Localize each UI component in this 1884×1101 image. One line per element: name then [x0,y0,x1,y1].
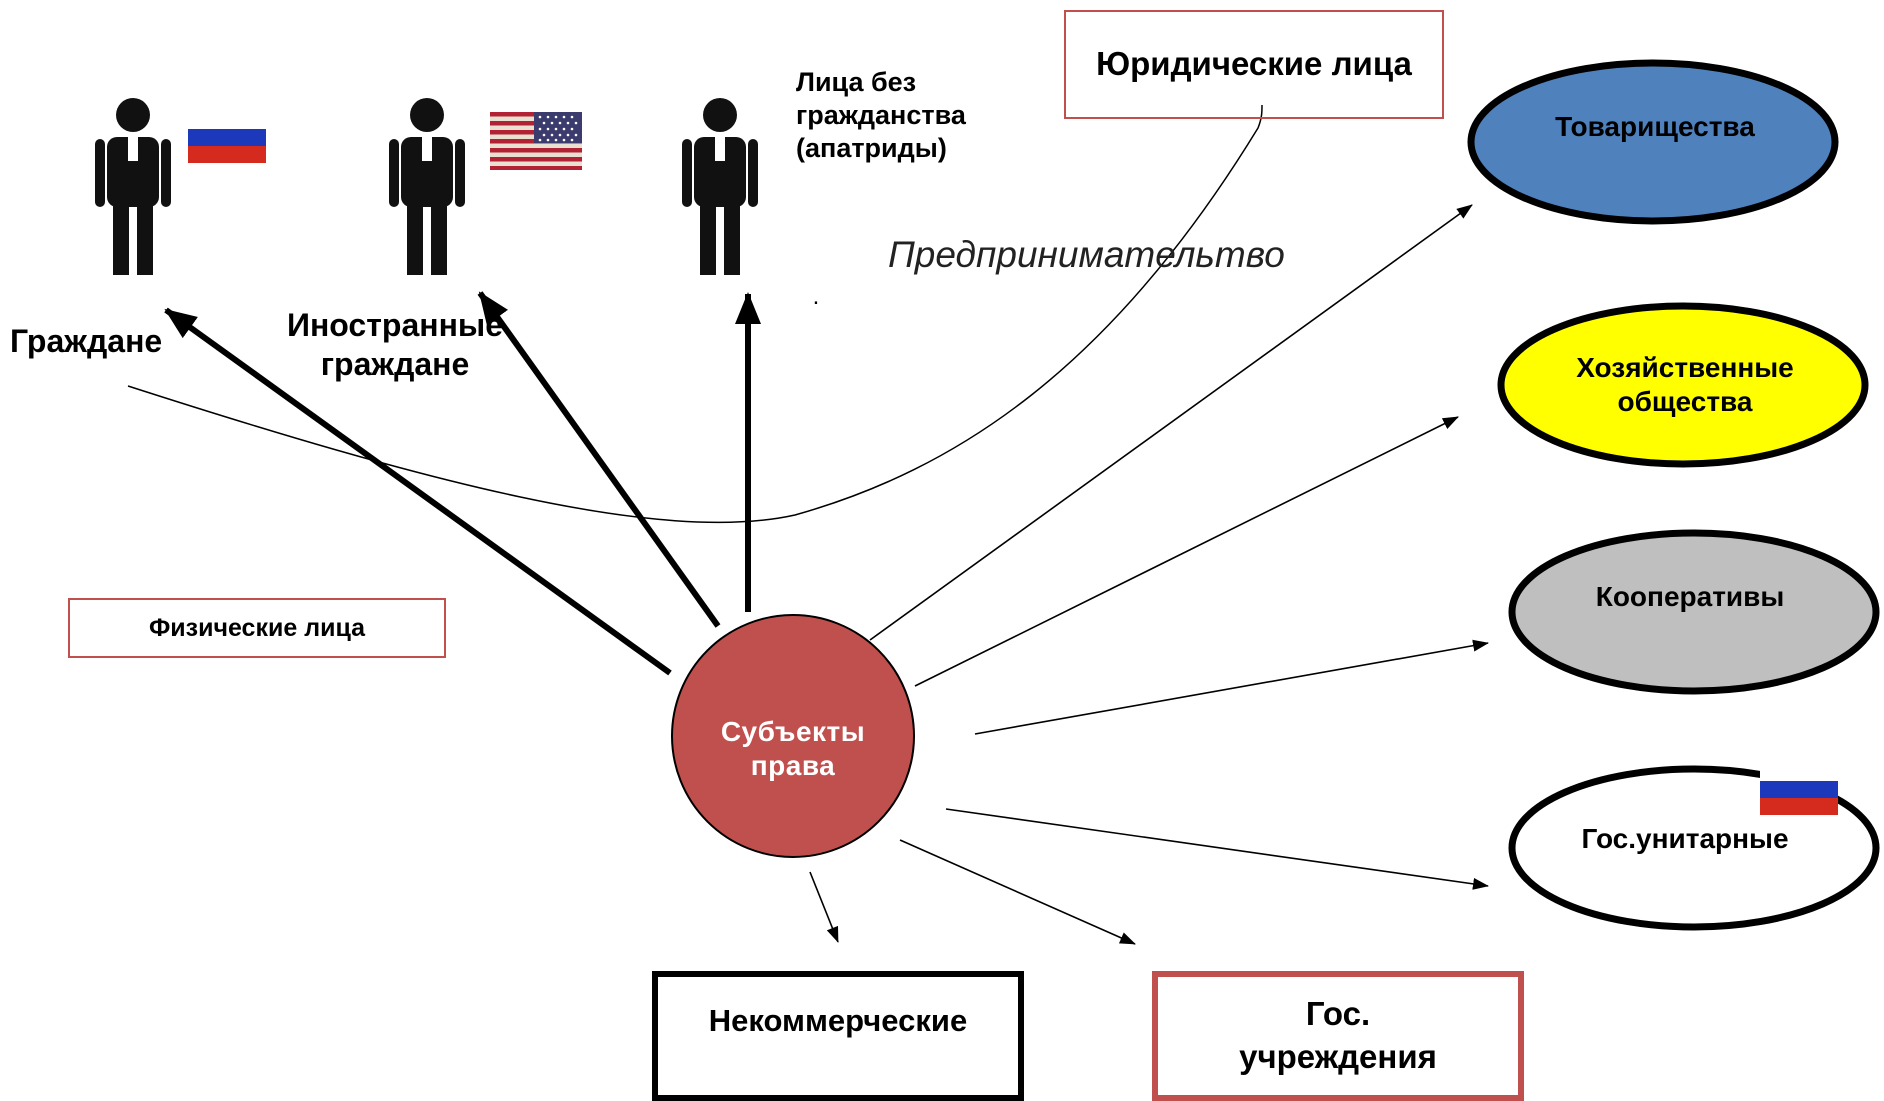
state-institutions-box: Гос. учреждения [1152,971,1524,1101]
person-icon [682,98,758,275]
business-companies-label: Хозяйственные общества [1576,352,1794,418]
arrow-to-cooperatives [974,639,1489,735]
usa-flag-icon [490,112,582,170]
center-label: Субъекты права [720,716,866,782]
foreign-citizens-label: Иностранные граждане [286,307,504,383]
person-icon [95,98,171,275]
stray-dot: . [812,283,820,310]
arrow-to-business-companies [914,416,1459,687]
entrepreneurship-label: Предпринимательтво [888,234,1285,275]
russia-flag-icon [1760,764,1838,815]
unitary-label: Гос.унитарные [1581,823,1789,854]
partnerships-ellipse [1467,59,1839,225]
partnerships-label: Товарищества [1555,111,1755,142]
arrow-to-noncommercial [809,871,839,943]
arrow-to-state-institutions [899,839,1136,945]
arrow-to-partnerships [869,204,1473,641]
noncommercial-box: Некоммерческие [652,971,1024,1101]
legal-entities-box: Юридические лица [1064,10,1444,119]
business-companies-ellipse [1497,302,1869,468]
entrepreneurship-curve [127,104,1263,524]
russia-flag-icon [188,112,266,163]
arrow-to-unitary [945,808,1489,890]
citizens-label: Граждане [10,323,163,359]
arrow-to-foreign-citizens [477,291,721,628]
center-circle [671,614,915,858]
person-icon [389,98,465,275]
individuals-box: Физические лица [68,598,446,658]
stateless-label: Лица без гражданства (апатриды) [796,67,966,163]
cooperatives-ellipse [1508,529,1880,695]
arrow-to-citizens [164,307,672,676]
cooperatives-label: Кооперативы [1595,581,1785,612]
